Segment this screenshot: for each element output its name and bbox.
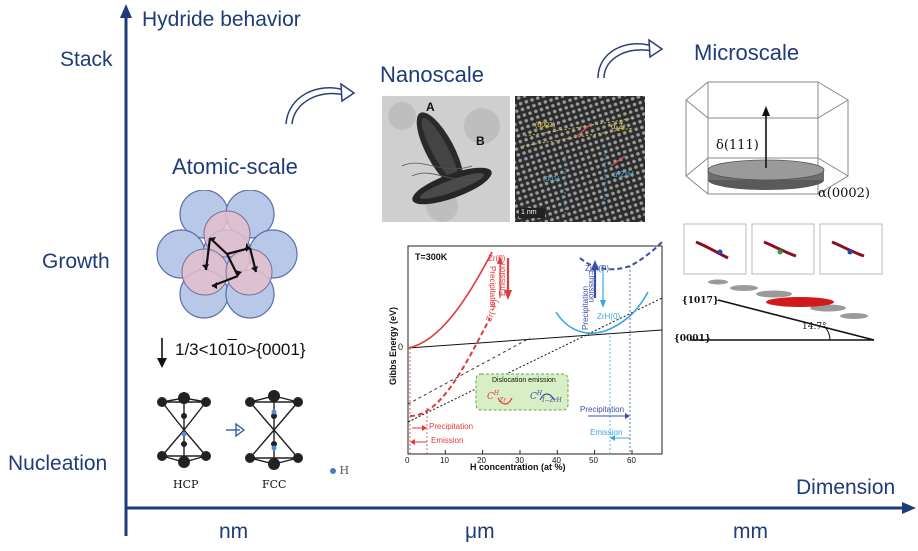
gibbs-xlabel: H concentration (at %)	[470, 462, 566, 472]
x-level-nm: nm	[219, 520, 249, 543]
plane-0001-label: {0001}	[674, 334, 711, 344]
atomic-lattice-diagram	[156, 190, 298, 319]
angle-label: 14.7°	[802, 322, 827, 332]
plane-1017-label: {1017}	[682, 296, 719, 306]
down-arrow-icon	[157, 338, 167, 368]
h-legend: H	[330, 464, 349, 477]
x-level-mm: mm	[733, 520, 768, 543]
gibbs-energy-plot	[407, 241, 663, 455]
curved-arrow-icon	[285, 82, 356, 125]
slip-notation-end: 0>{0001}	[236, 340, 306, 359]
hexagonal-prism-diagram	[685, 81, 849, 195]
hydride-stack-diagram	[690, 279, 875, 341]
fcc-label: FCC	[262, 478, 287, 491]
slip-system-notation: 1/3<1010>{0001}	[175, 340, 306, 360]
atomic-scale-title: Atomic-scale	[172, 154, 298, 179]
gibbs-temperature: T=300K	[415, 252, 448, 262]
hrtem-label-3: (0002)	[535, 122, 556, 129]
microscale-title: Microscale	[694, 40, 800, 65]
y-level-nucleation: Nucleation	[8, 452, 108, 475]
hcp-label: HCP	[173, 478, 199, 491]
arrow-label-precip-red: Precipitation	[488, 266, 497, 311]
arrow-label-precip-bottom-blue: Precipitation	[580, 405, 625, 414]
dislocation-box-title: Dislocation emission	[492, 377, 556, 384]
gibbs-xtick: 60	[627, 456, 636, 465]
curved-arrow-icon	[597, 38, 664, 79]
c-zrh-sup: H	[536, 390, 543, 397]
gibbs-xtick: 40	[552, 456, 561, 465]
slip-notation-start: 1/3<10	[175, 340, 228, 359]
gibbs-xtick: 50	[589, 456, 598, 465]
alpha-0002-label: α(0002)	[818, 186, 871, 201]
h-atom-icon	[330, 468, 336, 474]
c-zr-sup: H	[493, 390, 500, 397]
y-level-stack: Stack	[60, 48, 113, 71]
h-label: H	[339, 464, 350, 477]
hrtem-label-1: α-Zr	[611, 122, 626, 131]
hrtem-micrograph: α-Zr α-ZrH (0002) (001) 1 nm	[515, 96, 645, 222]
arrow-label-emission-bottom-blue: Emission	[590, 428, 623, 437]
arrow-label-precip-bottom-red: Precipitation	[429, 422, 474, 431]
arrow-label-emission-red: Emission	[498, 263, 507, 296]
hrtem-label-2: α-ZrH	[613, 170, 634, 179]
arrow-label-emission-blue: Emission	[587, 270, 596, 303]
y-axis-title: Hydride behavior	[142, 8, 301, 31]
dislocation-c-zrh: CHI−ZrH	[530, 390, 562, 404]
curve-label-zrh0: ZrH(0)	[597, 312, 621, 321]
tem-micrograph: A B	[382, 96, 510, 222]
slip-notation-bar: 1	[227, 340, 237, 359]
y-level-growth: Growth	[42, 250, 110, 273]
dislocation-c-zr: CHZr	[487, 390, 506, 404]
delta-111-label: δ(111)	[716, 138, 759, 153]
c-zr-sub: Zr	[499, 396, 507, 404]
hcp-fcc-diagram	[157, 390, 303, 470]
gibbs-xtick: 10	[440, 456, 449, 465]
arrow-label-emission-bottom-red: Emission	[431, 436, 464, 445]
c-zrh-sub: I−ZrH	[542, 396, 562, 404]
gibbs-xtick: 20	[477, 456, 486, 465]
hrtem-label-4: (001)	[543, 176, 560, 183]
curve-label-zr0: Zr(0)	[488, 254, 506, 263]
c-zrh-main: C	[530, 392, 537, 402]
c-zr-main: C	[487, 392, 494, 402]
gibbs-xtick: 30	[515, 456, 524, 465]
curve-label-zrhp: ZrH(P)	[585, 264, 609, 273]
nanoscale-title: Nanoscale	[380, 62, 484, 87]
tem-label-a: A	[426, 100, 435, 114]
tem-label-b: B	[476, 134, 485, 148]
gibbs-ytick-0: 0	[398, 342, 404, 352]
gibbs-xtick: 0	[405, 456, 410, 465]
dislocation-snapshots	[683, 223, 883, 275]
hrtem-scale-bar: 1 nm	[521, 209, 537, 216]
gibbs-ylabel: Gibbs Energy (eV)	[388, 306, 398, 386]
x-level-um: μm	[465, 520, 495, 543]
x-axis-title: Dimension	[796, 476, 896, 499]
